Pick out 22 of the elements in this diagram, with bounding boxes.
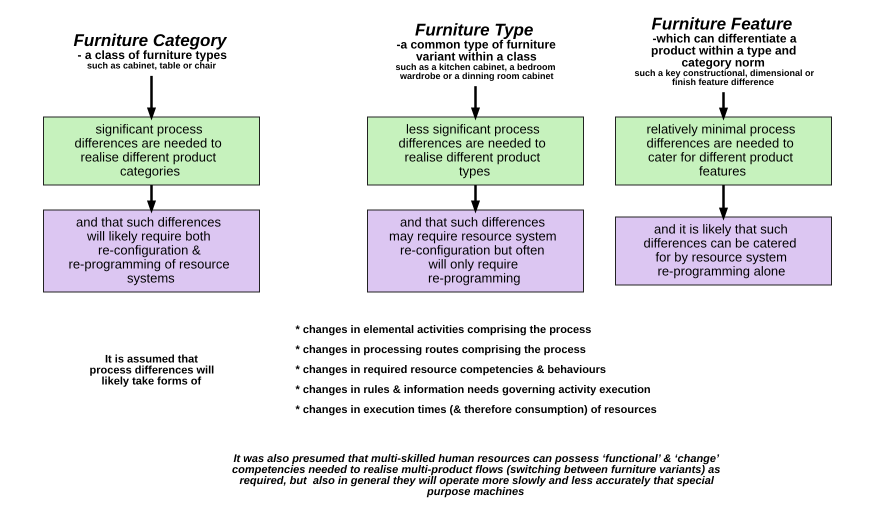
node-box: significant process differences are needed to realise different product categories — [42, 116, 260, 185]
label: * changes in processing routes comprising the process — [295, 343, 586, 356]
node-box: less significant process differences are needed to realise different product types — [366, 116, 584, 185]
arrow — [718, 92, 728, 120]
node-box: relatively minimal process differences are needed to cater for different product features — [614, 116, 832, 185]
node-text: Furniture Feature -which can differentiate a product within a type and category norm such a key constructional, dimensional or finish feature difference — [634, 14, 814, 87]
label: It is assumed that process differences will likely take forms of — [89, 352, 214, 387]
label: * changes in rules & information needs governing activity execution — [295, 383, 650, 396]
label: * changes in elemental activities comprising the process — [295, 323, 591, 336]
arrow — [470, 184, 480, 213]
label: * changes in required resource competencies & behaviours — [295, 363, 606, 376]
node-text: Furniture Type -a common type of furniture variant within a class such as a kitchen cabinet, a bedroom wardrobe or a dinning room cabinet — [395, 20, 556, 81]
node-text: Furniture Category - a class of furniture types such as cabinet, table or chair — [73, 30, 226, 70]
arrow — [146, 75, 156, 120]
arrow — [146, 184, 156, 213]
arrow — [470, 86, 480, 120]
node-box: and that such differences will likely require both re-configuration & re-programming of resource systems — [42, 209, 260, 292]
label: It was also presumed that multi-skilled human resources can possess ‘functional’ & ‘change’ competencies needed to realise multi-product flows (switching between furniture variants) as required, but also in general they will operate more slowly and less accurately that special purpose machines — [232, 452, 720, 498]
arrow — [718, 184, 728, 220]
label: * changes in execution times (& therefore consumption) of resources — [295, 403, 656, 416]
node-box: and that such differences may require resource system re-configuration but often will only require re-programming — [366, 209, 584, 292]
node-box: and it is likely that such differences can be catered for by resource system re-programming alone — [614, 216, 832, 285]
